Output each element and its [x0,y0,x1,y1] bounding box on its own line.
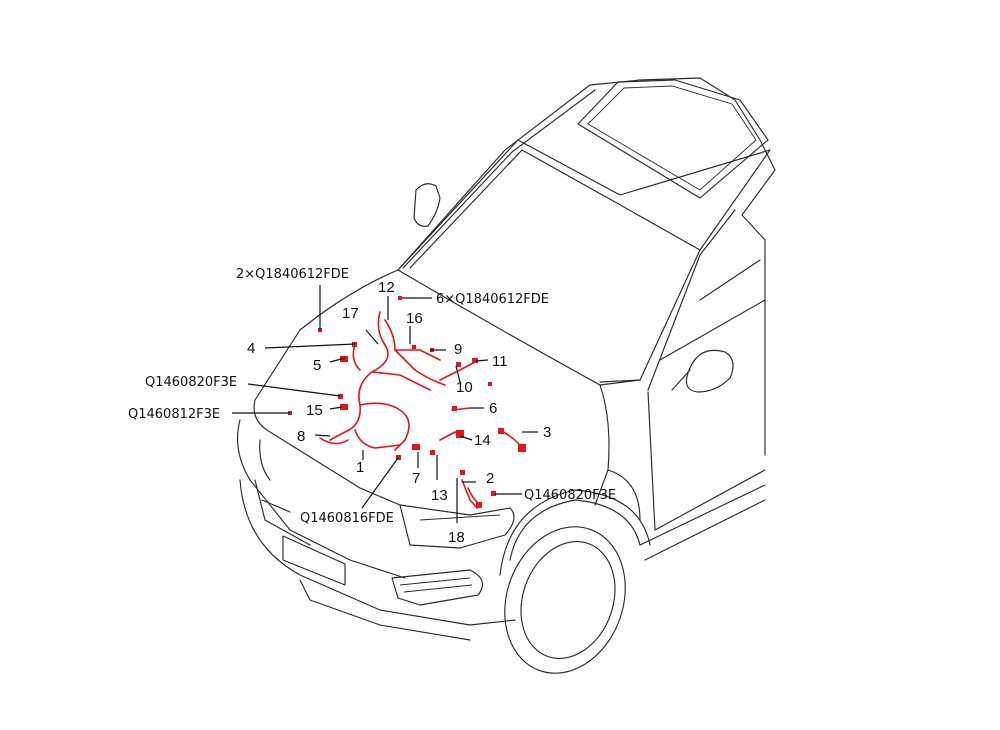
callout-16: 16 [406,310,423,327]
connector [456,362,461,367]
callout-4: 4 [247,340,255,357]
callout-8: 8 [297,428,305,445]
callout-13: 13 [431,487,448,504]
connector [452,406,457,411]
fastener-code-left-lower: Q1460812F3E [128,407,220,422]
fastener-code-top-left: 2×Q1840612FDE [236,267,349,282]
fastener-code-bottom: Q1460816FDE [300,511,394,526]
bolt-marker [396,455,401,460]
callout-3: 3 [543,424,551,441]
callout-10: 10 [456,379,473,396]
connector [456,430,464,438]
callout-6: 6 [489,400,497,417]
callout-1: 1 [356,459,364,476]
connector [340,356,348,362]
connector [498,428,504,434]
callout-5: 5 [313,357,321,374]
bolt-marker [491,491,496,496]
fastener-code-top-center: 6×Q1840612FDE [436,292,549,307]
connector [412,444,420,450]
callout-18: 18 [448,529,465,546]
callout-15: 15 [306,402,323,419]
callout-12: 12 [378,279,395,296]
bolt-marker [338,394,343,399]
connector [472,358,478,363]
fastener-code-left-upper: Q1460820F3E [145,375,237,390]
connector [518,444,526,452]
callout-9: 9 [454,341,462,358]
callout-7: 7 [412,470,420,487]
bolt-marker [398,296,402,300]
connector [476,502,482,508]
bolt-marker [488,382,492,386]
callout-2: 2 [486,470,494,487]
fastener-code-right: Q1460820F3E [524,488,616,503]
callout-17: 17 [342,305,359,322]
callout-numbers: 1 2 3 4 5 6 7 8 9 10 11 12 13 14 15 16 1… [247,279,551,546]
connector [430,450,435,455]
callout-11: 11 [492,353,508,370]
connector [412,345,416,349]
connector [340,404,348,410]
vehicle-outline [236,77,776,674]
connector [460,470,465,475]
leader-lines [232,285,538,523]
callout-14: 14 [474,432,491,449]
fastener-codes: 2×Q1840612FDE 6×Q1840612FDE Q1460820F3E … [128,267,616,526]
